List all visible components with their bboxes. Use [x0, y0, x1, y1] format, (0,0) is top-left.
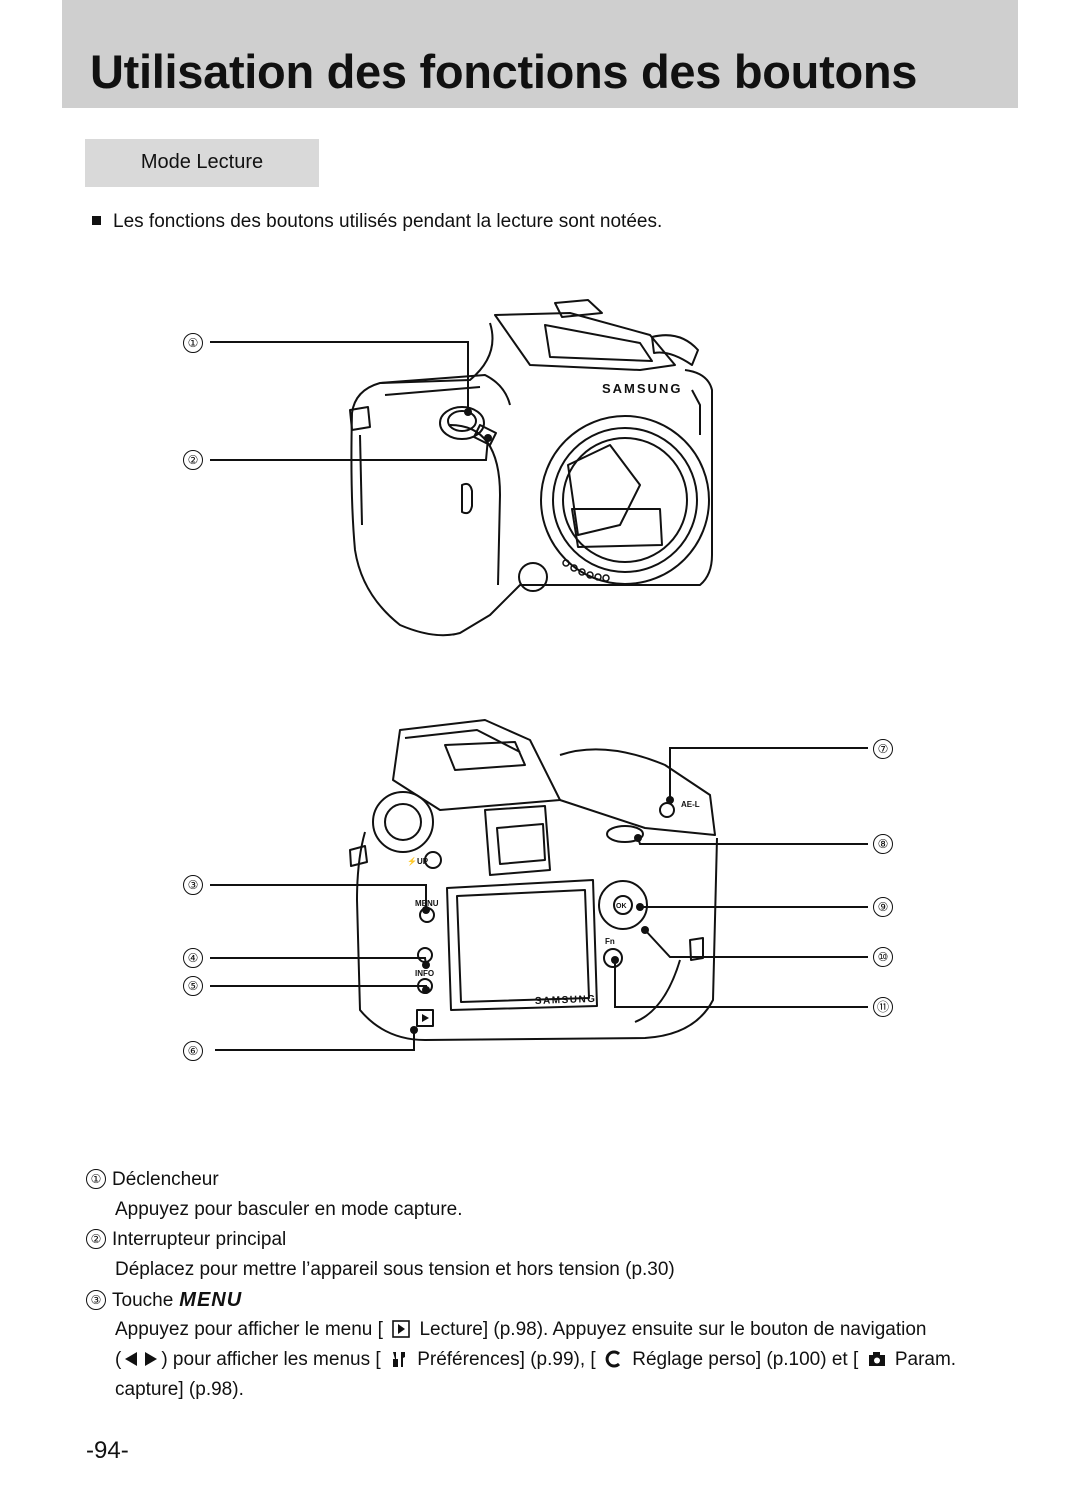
ok-label: OK	[616, 903, 627, 910]
item-2-text: Déplacez pour mettre l’appareil sous ten…	[115, 1259, 675, 1280]
item-2-number: ②	[86, 1229, 106, 1249]
intro-note: Les fonctions des boutons utilisés penda…	[92, 211, 662, 233]
nav-left-right-icon	[125, 1352, 158, 1366]
callout-6: ⑥	[183, 1041, 203, 1061]
play-icon	[392, 1320, 411, 1338]
item-3-number: ③	[86, 1290, 106, 1310]
item-2-title: Interrupteur principal	[112, 1229, 287, 1250]
item-3-line-3: capture] (p.98).	[115, 1379, 244, 1400]
camera-icon	[868, 1352, 885, 1366]
info-label: INFO	[415, 969, 434, 978]
brand-front: SAMSUNG	[602, 381, 682, 396]
item-1-title: Déclencheur	[112, 1169, 219, 1190]
callout-4: ④	[183, 948, 203, 968]
callout-7: ⑦	[873, 739, 893, 759]
button-descriptions: ① Déclencheur Appuyez pour basculer en mo…	[86, 1165, 986, 1405]
item-3-line-1-a: Appuyez pour afficher le menu [	[115, 1319, 383, 1340]
back-callout-lines	[210, 747, 868, 1051]
item-3-line-1-b: Lecture] (p.98). Appuyez ensuite sur le …	[419, 1319, 927, 1340]
bullet-square-icon	[92, 216, 101, 225]
wrench-icon	[392, 1352, 405, 1367]
callout-2: ②	[183, 450, 203, 470]
callout-11: ⑪	[873, 997, 893, 1017]
item-3-line-2-c: Préférences] (p.99), [	[417, 1349, 596, 1370]
item-1-text: Appuyez pour basculer en mode capture.	[115, 1199, 463, 1220]
flash-up-label: ⚡UP	[407, 856, 429, 866]
item-3-line-2: ( ) pour afficher les menus [ Préférences…	[86, 1345, 986, 1375]
item-3-line-2-b: ) pour afficher les menus [	[161, 1349, 381, 1370]
ael-label: AE-L	[681, 800, 700, 809]
section-label: Mode Lecture	[85, 139, 319, 187]
camera-front-illustration: SAMSUNG	[349, 299, 713, 637]
item-3-line-1: Appuyez pour afficher le menu [ Lecture]…	[86, 1315, 986, 1345]
item-3-line-2-d: Réglage perso] (p.100) et [	[632, 1349, 859, 1370]
intro-text: Les fonctions des boutons utilisés penda…	[113, 211, 663, 232]
callout-8: ⑧	[873, 834, 893, 854]
callout-9: ⑨	[873, 897, 893, 917]
item-3-title: Touche	[112, 1290, 174, 1311]
callout-10: ⑩	[873, 947, 893, 967]
brand-back: SAMSUNG	[535, 994, 597, 1007]
custom-c-icon	[605, 1350, 621, 1368]
item-3-line-2-e: Param.	[894, 1349, 957, 1370]
callout-5: ⑤	[183, 976, 203, 996]
title-bar: Utilisation des fonctions des boutons	[62, 0, 1018, 108]
item-1-number: ①	[86, 1169, 106, 1189]
camera-back-illustration: SAMSUNG AE-L MENU INFO Fn OK ⚡UP	[349, 719, 718, 1041]
item-3-line-2-a: (	[115, 1349, 122, 1370]
front-callout-lines	[210, 341, 492, 461]
fn-label: Fn	[605, 937, 615, 946]
menu-key-label: MENU	[179, 1289, 243, 1311]
item-2-title-row: ② Interrupteur principal	[86, 1225, 986, 1255]
callout-1: ①	[183, 333, 203, 353]
page-title: Utilisation des fonctions des boutons	[90, 45, 918, 98]
page-number: -94-	[86, 1437, 129, 1464]
item-1-title-row: ① Déclencheur	[86, 1165, 986, 1195]
callout-3: ③	[183, 875, 203, 895]
